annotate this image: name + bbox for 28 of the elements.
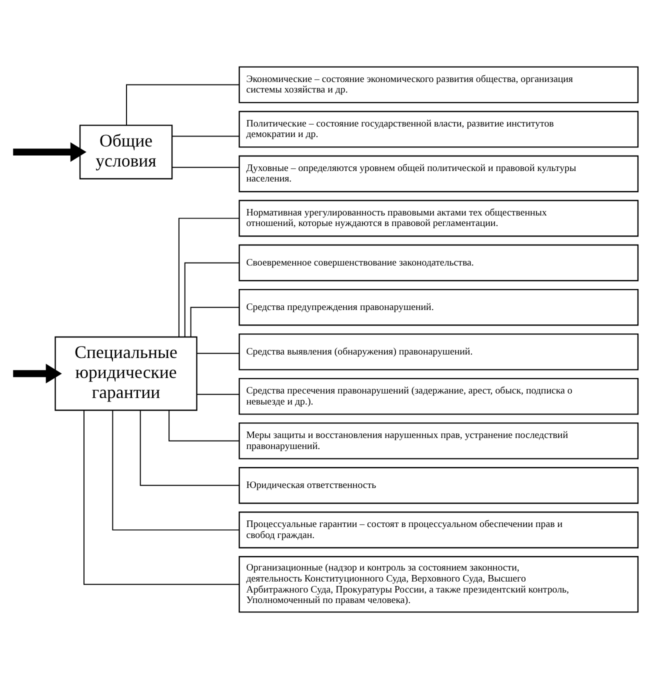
node-box: Нормативная урегулированность правовыми актами тех общественных отношений, которые нуждаются в правовой регламентации. <box>238 199 639 236</box>
connector <box>172 166 240 168</box>
node-box: Средства выявления (обнаружения) правонарушений. <box>238 332 639 370</box>
node-box: Средства предупреждения правонарушений. <box>238 288 639 326</box>
connector <box>190 306 240 337</box>
connector <box>196 352 240 354</box>
connector <box>83 409 240 584</box>
node-box: Духовные – определяются уровнем общей политической и правовой культуры населения. <box>238 154 639 192</box>
connector <box>112 409 240 530</box>
node-box: Своевременное совершенствование законодательства. <box>238 244 639 281</box>
node-box: Процессуальные гарантии – состоят в процессуальном обеспечении прав и свобод граждан. <box>238 511 639 548</box>
node-box: Политические – состояние государственной власти, развитие институтов демократии и др. <box>238 110 639 148</box>
node-box: Меры защиты и восстановления нарушенных прав, устранение последствий правонарушений. <box>238 422 639 459</box>
arrow <box>13 142 86 162</box>
connector <box>126 84 240 126</box>
connector <box>172 135 240 136</box>
connector <box>178 217 240 337</box>
connector <box>184 262 240 337</box>
node-box: Средства пресечения правонарушений (задержание, арест, обыск, подписка о невыезде и др.). <box>238 377 639 414</box>
node-box: Общие условия <box>79 124 173 179</box>
node-box: Организационные (надзор и контроль за состоянием законности, деятельность Конституционного Суда, Верховного Суда, Высшего Арбитражного Суда, Прокуратуры России, а также президентский контроль, Уполномоченный по правам человека). <box>238 556 639 612</box>
connector <box>168 409 240 441</box>
connector <box>140 409 240 486</box>
arrow <box>13 363 62 383</box>
node-box: Юридическая ответственность <box>238 466 639 504</box>
node-box: Специальные юридические гарантии <box>54 336 198 410</box>
connector <box>196 393 240 394</box>
node-box: Экономические – состояние экономического развития общества, организация системы хозяйства и др. <box>238 66 639 103</box>
